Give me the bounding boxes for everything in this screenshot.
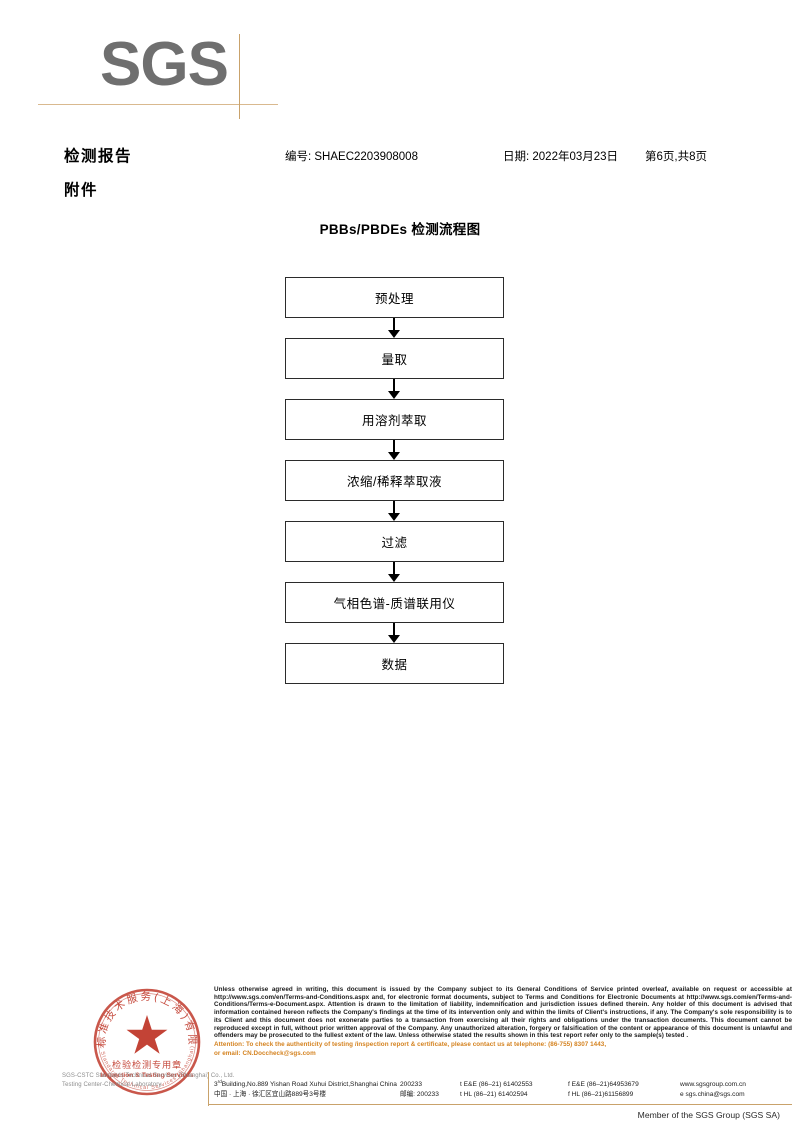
flowchart-step: 气相色谱-质谱联用仪 [285, 582, 504, 623]
postcode-en: 200233 [400, 1081, 423, 1089]
address-en-prefix: 3 [214, 1081, 218, 1089]
page-indicator: 第6页,共8页 [645, 151, 707, 163]
flow-box-data: 数据 [285, 643, 504, 684]
flowchart: 预处理 量取 用溶剂萃取 浓缩/稀释萃取液 过滤 气相色谱-质谱联用仪 数据 [285, 277, 504, 684]
footer-legal-block: Unless otherwise agreed in writing, this… [214, 986, 792, 1057]
seal-caption: SGS-CSTC Standards Technical Services (S… [62, 1072, 242, 1090]
fax-hl: f HL (86–21)61156899 [568, 1091, 634, 1098]
flow-arrow-icon [285, 562, 504, 582]
flow-arrow-icon [285, 440, 504, 460]
address-en-sup: rd [217, 1079, 222, 1084]
flow-box-gcms: 气相色谱-质谱联用仪 [285, 582, 504, 623]
attention-line-2: or email: CN.Doccheck@sgs.com [214, 1049, 316, 1057]
postcode-cn-label: 邮编: [400, 1091, 416, 1098]
flow-box-concentrate-dilute: 浓缩/稀释萃取液 [285, 460, 504, 501]
flow-box-measure: 量取 [285, 338, 504, 379]
flowchart-step: 用溶剂萃取 [285, 399, 504, 440]
seal-caption-line2: Testing Center-Chemical Laboratory. [62, 1082, 163, 1088]
flowchart-title: PBBs/PBDEs 检测流程图 [319, 222, 481, 237]
tel-ee: t E&E (86–21) 61402553 [460, 1081, 533, 1089]
seal-caption-line1: SGS-CSTC Standards Technical Services (S… [62, 1073, 235, 1079]
address-cn: 中国 · 上海 · 徐汇区宜山路889号3号楼 [214, 1091, 327, 1098]
footer-address-block: 3rdBuilding,No.889 Yishan Road Xuhui Dis… [214, 1076, 792, 1102]
page-title: 检测报告 [64, 148, 133, 165]
page-subtitle-attachment: 附件 [64, 182, 99, 199]
document-header: 检测报告 附件 编号: SHAEC2203908008 日期: 2022年03月… [0, 140, 800, 202]
address-en: 3rdBuilding,No.889 Yishan Road Xuhui Dis… [214, 1076, 400, 1091]
flowchart-step: 预处理 [285, 277, 504, 318]
address-row-en: 3rdBuilding,No.889 Yishan Road Xuhui Dis… [214, 1076, 792, 1089]
flowchart-step: 量取 [285, 338, 504, 379]
address-row-cn: 中国 · 上海 · 徐汇区宜山路889号3号楼 邮编: 200233 t HL … [214, 1089, 792, 1102]
flow-arrow-icon [285, 318, 504, 338]
flow-box-solvent-extraction: 用溶剂萃取 [285, 399, 504, 440]
flowchart-step: 数据 [285, 643, 504, 684]
flow-arrow-icon [285, 623, 504, 643]
svg-text:Inspection & Testing Services: Inspection & Testing Services [100, 1072, 194, 1079]
logo-horizontal-rule [38, 104, 278, 105]
member-note: Member of the SGS Group (SGS SA) [637, 1110, 780, 1120]
email-link[interactable]: e sgs.china@sgs.com [680, 1091, 745, 1098]
flow-arrow-icon [285, 501, 504, 521]
postcode-cn: 邮编: 200233 [400, 1089, 460, 1101]
report-date: 日期: 2022年03月23日 [503, 151, 619, 163]
sgs-wordmark: SGS [100, 30, 229, 99]
attention-line-1: Attention: To check the authenticity of … [214, 1040, 607, 1048]
sgs-logo: SGS [38, 30, 320, 119]
footer-vertical-divider [208, 1072, 210, 1106]
footer-horizontal-divider [208, 1104, 792, 1106]
tel-hl: t HL (86–21) 61402594 [460, 1091, 528, 1098]
flow-box-pretreatment: 预处理 [285, 277, 504, 318]
legal-terms-paragraph: Unless otherwise agreed in writing, this… [214, 986, 792, 1040]
seal-icon: 国际标准技术服务(上海)有限公司 SGS-CSTC Standards Tech… [88, 983, 201, 1096]
flowchart-step: 过滤 [285, 521, 504, 562]
svg-text:检验检测专用章: 检验检测专用章 [112, 1059, 182, 1071]
flow-box-filtration: 过滤 [285, 521, 504, 562]
flow-arrow-icon [285, 379, 504, 399]
company-seal-stamp: 国际标准技术服务(上海)有限公司 SGS-CSTC Standards Tech… [88, 983, 206, 1101]
logo-vertical-rule [239, 34, 240, 119]
address-en-text: Building,No.889 Yishan Road Xuhui Distri… [221, 1081, 397, 1089]
fax-ee: f E&E (86–21)64953679 [568, 1081, 639, 1089]
website-link[interactable]: www.sgsgroup.com.cn [680, 1081, 746, 1089]
flowchart-step: 浓缩/稀释萃取液 [285, 460, 504, 501]
report-number: 编号: SHAEC2203908008 [285, 151, 418, 163]
postcode-cn-value: 200233 [416, 1091, 439, 1098]
